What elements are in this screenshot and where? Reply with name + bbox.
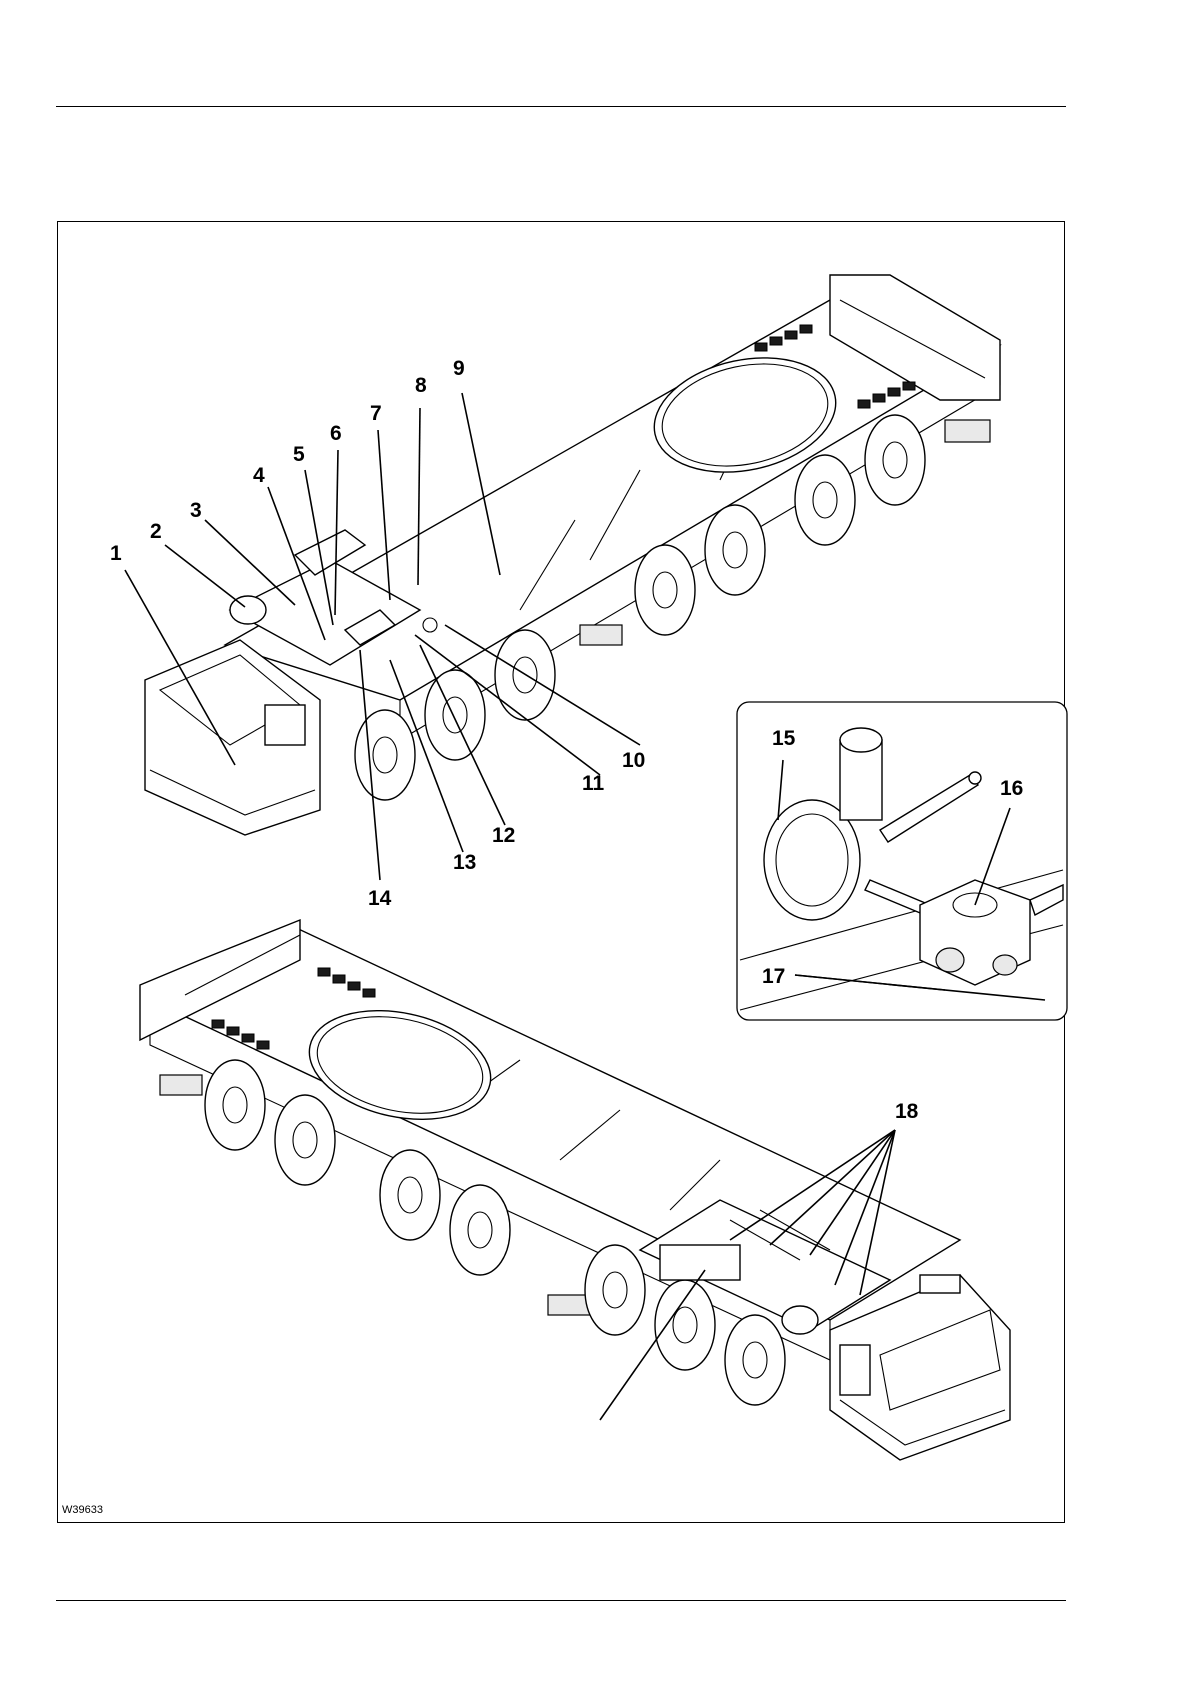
figure-id-label: W39633 [62,1504,103,1516]
callout-9: 9 [453,357,465,380]
callout-1: 1 [110,542,122,565]
callout-10: 10 [622,749,645,772]
callout-2: 2 [150,520,162,543]
callout-17: 17 [762,965,785,988]
callout-3: 3 [190,499,202,522]
callout-13: 13 [453,851,476,874]
callout-8: 8 [415,374,427,397]
callout-11: 11 [582,772,605,795]
callout-4: 4 [253,464,265,487]
air-filter-lower [782,1306,818,1334]
callout-12: 12 [492,824,515,847]
callout-6: 6 [330,422,342,445]
callout-18: 18 [895,1100,919,1123]
callout-14: 14 [368,887,392,910]
callout-7: 7 [370,402,382,425]
callout-5: 5 [293,443,305,466]
callout-16: 16 [1000,777,1023,800]
callout-15: 15 [772,727,796,750]
